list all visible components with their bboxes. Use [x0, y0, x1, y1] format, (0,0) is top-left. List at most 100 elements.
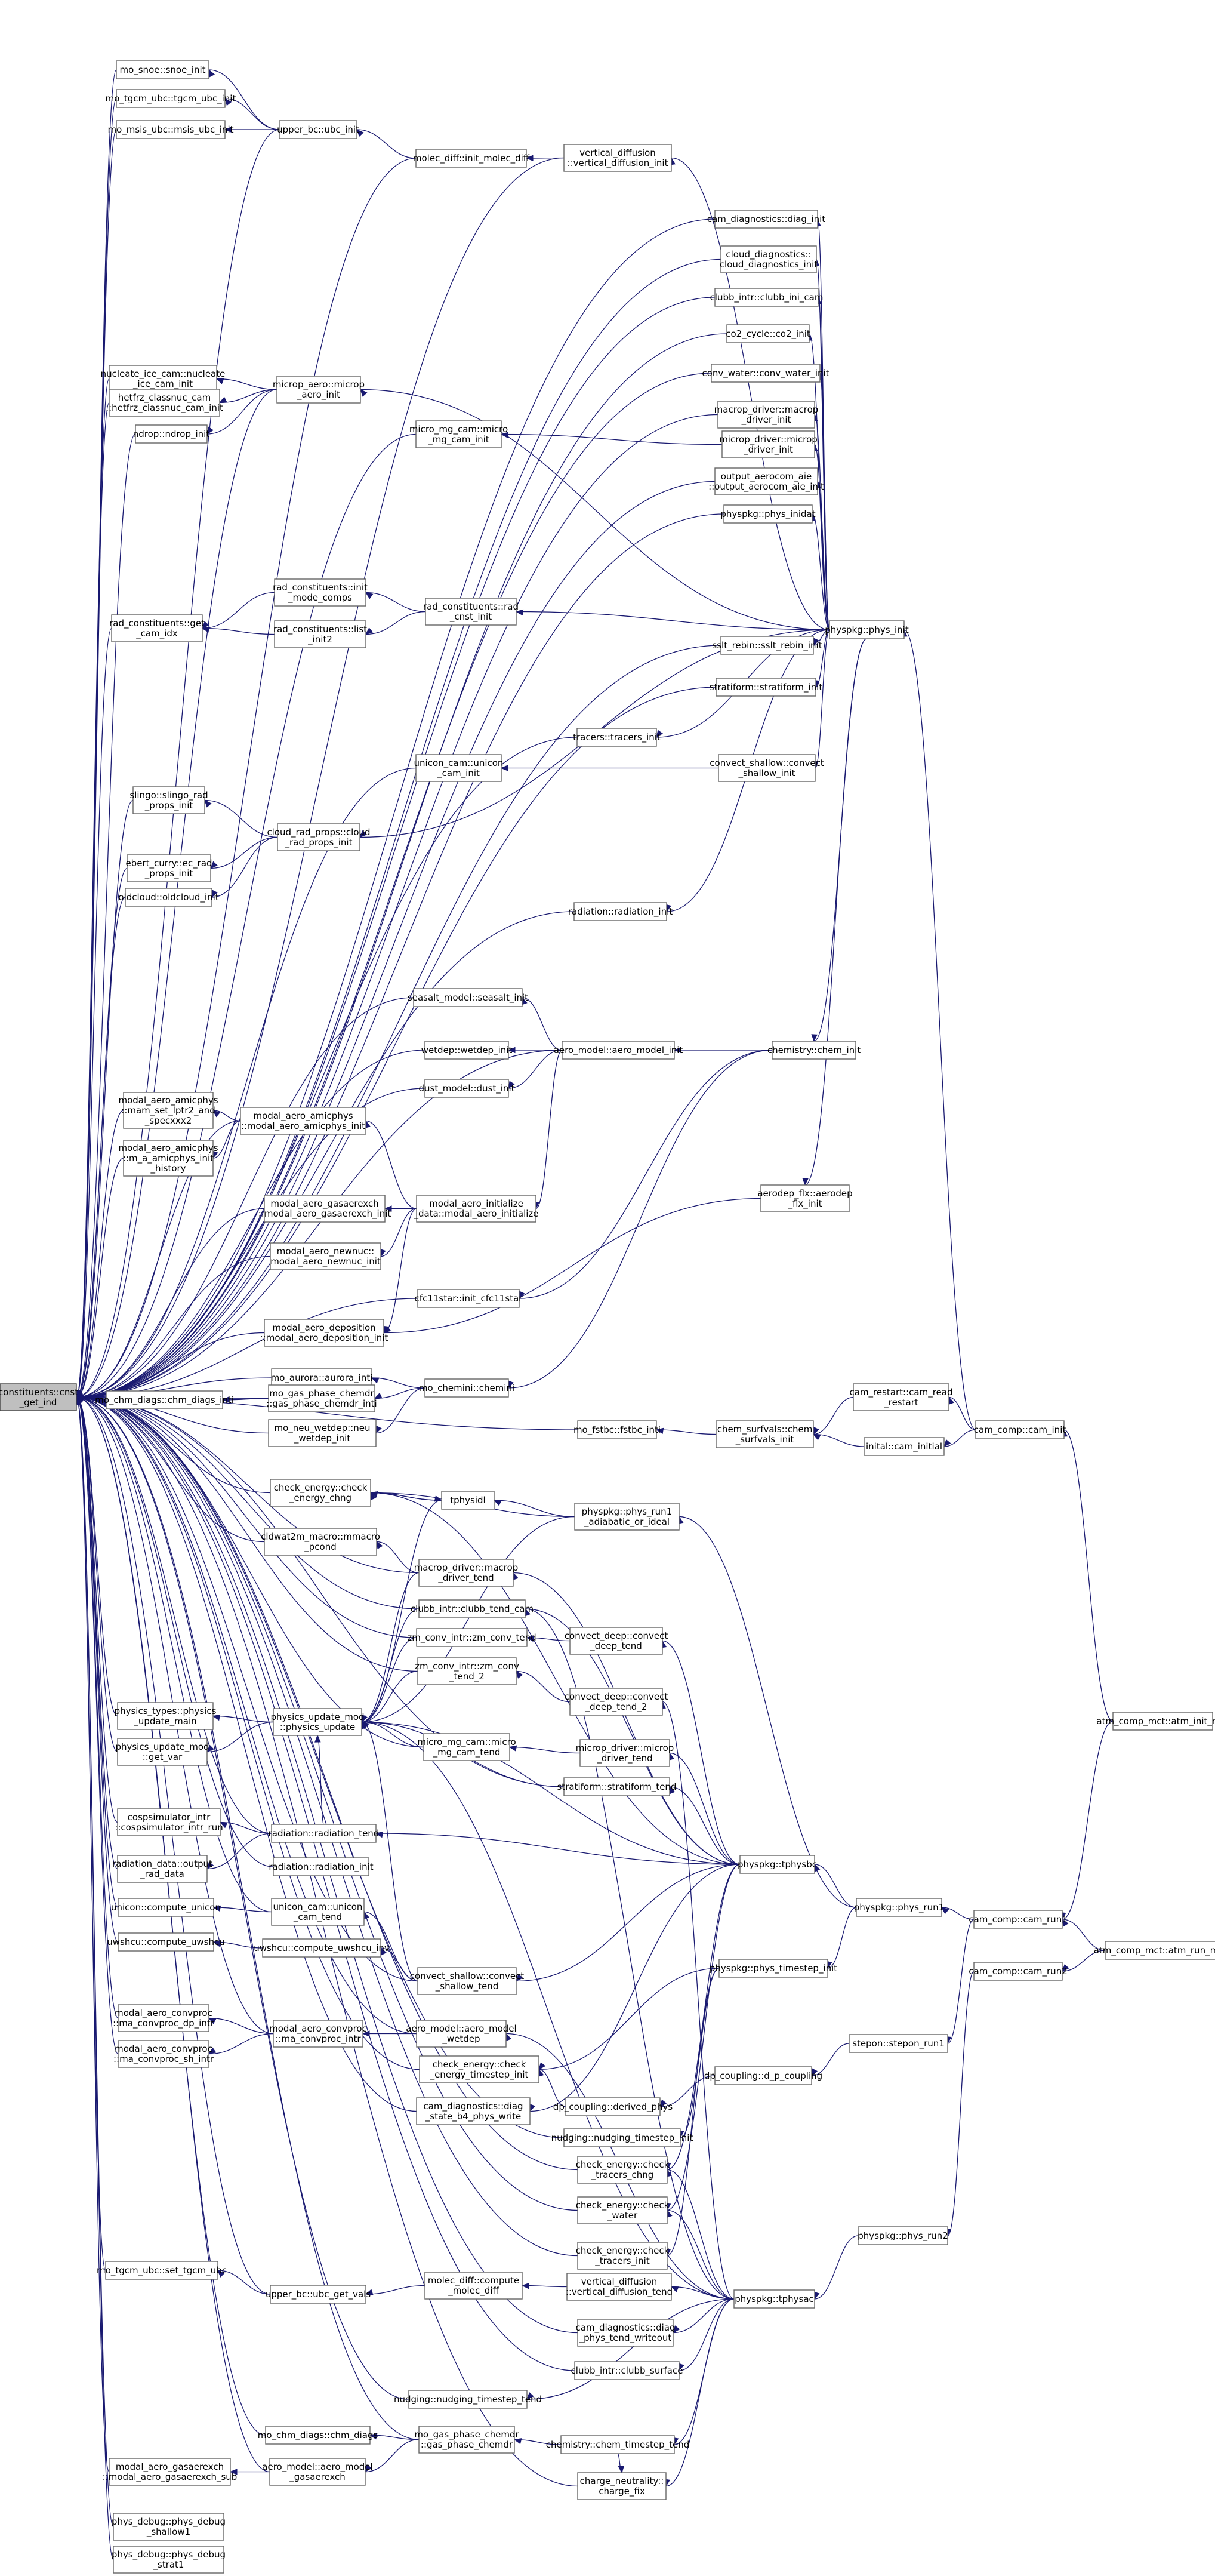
function-node-physrun2[interactable]: physpkg::phys_run2 [858, 2226, 948, 2245]
function-node-physupdmain[interactable]: physics_types::physics_update_main [115, 1702, 217, 1730]
function-node-dpcoupling[interactable]: dp_coupling::d_p_coupling [704, 2066, 822, 2085]
function-node-getvar[interactable]: physics_update_mod::get_var [115, 1738, 209, 1766]
function-node-convwater[interactable]: conv_water::conv_water_init [702, 364, 829, 383]
function-node-amicphysinit[interactable]: modal_aero_amicphys::modal_aero_amicphys… [240, 1107, 366, 1135]
function-node-micropdrvinit[interactable]: microp_driver::microp_driver_init [719, 430, 818, 458]
function-node-chktracers[interactable]: check_energy::check_tracers_chng [576, 2156, 670, 2184]
function-node-radgetidx[interactable]: rad_constituents::get_cam_idx [109, 614, 205, 642]
function-node-convshallowinit[interactable]: convect_shallow::convect_shallow_init [710, 754, 824, 782]
function-node-aurora[interactable]: mo_aurora::aurora_inti [271, 1368, 373, 1387]
function-node-nudgingtend[interactable]: nudging::nudging_timestep_tend [394, 2390, 542, 2409]
function-node-micromgcaminit[interactable]: micro_mg_cam::micro_mg_cam_init [409, 420, 508, 448]
function-node-seasalt[interactable]: seasalt_model::seasalt_init [408, 988, 528, 1007]
function-node-physrun1adia[interactable]: physpkg::phys_run1_adiabatic_or_ideal [574, 1503, 680, 1531]
function-node-convprocintr[interactable]: modal_aero_convproc::ma_convproc_intr [269, 2020, 367, 2048]
function-node-oldcloud[interactable]: oldcloud::oldcloud_init [118, 888, 219, 907]
function-node-micromgcamtend[interactable]: micro_mg_cam::micro_mg_cam_tend [417, 1733, 516, 1761]
function-node-ndrop[interactable]: ndrop::ndrop_init [133, 424, 210, 444]
function-node-neuwetdep[interactable]: mo_neu_wetdep::neu_wetdep_init [268, 1419, 377, 1447]
function-node-strattend[interactable]: stratiform::stratiform_tend [557, 1777, 677, 1796]
function-node-clouddiag[interactable]: cloud_diagnostics::cloud_diagnostics_ini… [720, 245, 818, 273]
function-node-gpchemrinit[interactable]: mo_gas_phase_chemdr::gas_phase_chemdr_in… [266, 1384, 377, 1412]
function-node-convdeeptend2[interactable]: convect_deep::convect_deep_tend_2 [565, 1688, 668, 1716]
function-node-chktracinit[interactable]: check_energy::check_tracers_init [576, 2242, 670, 2270]
function-node-nucleate[interactable]: nucleate_ice_cam::nucleate_ice_cam_init [101, 365, 226, 393]
function-node-wetdep[interactable]: wetdep::wetdep_init [421, 1041, 513, 1060]
function-node-uwshcu[interactable]: uwshcu::compute_uwshcu [107, 1932, 225, 1952]
function-node-ubcgetvals[interactable]: upper_bc::ubc_get_vals [266, 2285, 371, 2304]
function-node-camrun2[interactable]: cam_comp::cam_run2 [969, 1962, 1068, 1981]
function-node-convshallowtend[interactable]: convect_shallow::convect_shallow_tend [410, 1967, 525, 1995]
function-node-clubbsurf[interactable]: clubb_intr::clubb_surface [571, 2361, 683, 2380]
function-node-tgcm[interactable]: mo_tgcm_ubc::tgcm_ubc_init [106, 89, 236, 108]
function-node-chkechng[interactable]: check_energy::check_energy_chng [270, 1479, 371, 1507]
function-node-ebert[interactable]: ebert_curry::ec_rad_props_init [125, 854, 212, 882]
function-node-dpderived[interactable]: dp_coupling::derived_phys [553, 2097, 673, 2116]
function-node-slingo[interactable]: slingo::slingo_rad_props_init [129, 786, 208, 814]
function-node-unicongaminit[interactable]: unicon_cam::unicon_cam_init [414, 754, 504, 782]
function-node-cheminit[interactable]: chemistry::chem_init [767, 1041, 861, 1060]
function-node-aeromodelgasaer[interactable]: aero_model::aero_model_gasaerexch [262, 2458, 373, 2486]
function-node-camrun1[interactable]: cam_comp::cam_run1 [969, 1910, 1068, 1929]
function-node-physupdate[interactable]: physics_update_mod::physics_update [270, 1708, 365, 1736]
function-node-molecomp[interactable]: molec_diff::compute_molec_diff [424, 2272, 523, 2300]
function-node-radtend[interactable]: radiation::radiation_tend [269, 1824, 380, 1843]
function-node-micropaero[interactable]: microp_aero::microp_aero_init [273, 376, 365, 404]
function-node-chemts[interactable]: chemistry::chem_timestep_tend [546, 2435, 690, 2454]
function-node-inital[interactable]: inital::cam_initial [864, 1437, 945, 1456]
function-node-dust[interactable]: dust_model::dust_init [419, 1079, 515, 1098]
function-node-altmcomp[interactable]: atm_comp_mct::atm_init_mct [1096, 1712, 1215, 1731]
function-node-radlist[interactable]: rad_constituents::list_init2 [273, 620, 367, 648]
function-node-clddiag[interactable]: cldwat2m_macro::mmacro_pcond [261, 1528, 380, 1556]
function-node-tracers[interactable]: tracers::tracers_init [573, 728, 661, 747]
function-node-vdinit[interactable]: vertical_diffusion::vertical_diffusion_i… [563, 144, 672, 172]
function-node-stepon[interactable]: stepon::stepon_run1 [849, 2034, 948, 2053]
function-node-tphysidl[interactable]: tphysidl [441, 1491, 495, 1510]
function-node-chkwater[interactable]: check_energy::check_water [576, 2196, 670, 2224]
function-node-clubbtend[interactable]: clubb_intr::clubb_tend_cam [411, 1599, 534, 1618]
function-node-atmrunmct[interactable]: atm_comp_mct::atm_run_mct [1094, 1941, 1215, 1960]
function-node-zmconvtend[interactable]: zm_conv_intr::zm_conv_tend [407, 1628, 536, 1647]
function-node-modalinit[interactable]: modal_aero_initialize_data::modal_aero_i… [413, 1195, 539, 1223]
function-node-diagstate[interactable]: cam_diagnostics::diag_state_b4_phys_writ… [416, 2097, 531, 2125]
function-node-gpchemr[interactable]: mo_gas_phase_chemdr::gas_phase_chemdr [414, 2426, 520, 2454]
function-node-ssltrebin[interactable]: sslt_rebin::sslt_rebin_init [712, 636, 822, 655]
function-node-cloudradprops[interactable]: cloud_rad_props::cloud_rad_props_init [267, 823, 371, 851]
function-node-newnuc[interactable]: modal_aero_newnuc::modal_aero_newnuc_ini… [270, 1242, 381, 1270]
function-node-radinit2[interactable]: radiation::radiation_init [269, 1857, 374, 1876]
function-node-clubbinit[interactable]: clubb_intr::clubb_ini_cam [710, 288, 824, 307]
function-node-chmdiags[interactable]: mo_chm_diags::chm_diags [258, 2426, 378, 2445]
function-node-chemsurfvals[interactable]: chem_surfvals::chem_surfvals_init [716, 1420, 814, 1448]
function-node-caminit[interactable]: cam_comp::cam_init [974, 1420, 1066, 1439]
function-node-radcnst[interactable]: rad_constituents::rad_cnst_init [423, 598, 519, 626]
function-node-convdeeptend[interactable]: convect_deep::convect_deep_tend [565, 1627, 668, 1655]
function-node-macropdrvinit[interactable]: macrop_driver::macrop_driver_init [714, 401, 819, 429]
function-node-macropdrvtend[interactable]: macrop_driver::macrop_driver_tend [414, 1559, 519, 1587]
function-node-physinit[interactable]: physpkg::phys_init [825, 620, 909, 639]
function-node-mnsamic[interactable]: modal_aero_amicphys::m_a_amicphys_init_h… [118, 1140, 218, 1177]
function-node-settgcm[interactable]: mo_tgcm_ubc::set_tgcm_ubc [97, 2261, 227, 2280]
function-node-tphysac[interactable]: physpkg::tphysac [733, 2289, 815, 2309]
function-node-gasaerexchinit[interactable]: modal_aero_gasaerexch::modal_aero_gasaer… [258, 1195, 391, 1223]
function-node-cospsim[interactable]: cospsimulator_intr::cospsimulator_intr_r… [115, 1808, 223, 1836]
function-node-chketsinit[interactable]: check_energy::check_energy_timestep_init [419, 2055, 539, 2083]
function-node-stratinit[interactable]: stratiform::stratiform_init [710, 678, 823, 697]
function-node-uwshcuinv[interactable]: uwshcu::compute_uwshcu_inv [254, 1938, 390, 1958]
function-node-tphysbc[interactable]: physpkg::tphysbc [738, 1855, 817, 1874]
function-node-convprocsh[interactable]: modal_aero_convproc::ma_convproc_sh_intr [113, 2040, 214, 2068]
function-node-maminitset[interactable]: modal_aero_amicphys::mam_set_lptr2_and_s… [118, 1092, 218, 1129]
function-node-radinitmode[interactable]: rad_constituents::init_mode_comps [273, 578, 368, 607]
function-node-zmconvtend2[interactable]: zm_conv_intr::zm_conv_tend_2 [415, 1657, 519, 1685]
function-node-camdiag[interactable]: cam_diagnostics::diag_init [707, 210, 825, 229]
function-node-molecinit[interactable]: molec_diff::init_molec_diff [413, 149, 530, 168]
function-node-physrun1[interactable]: physpkg::phys_run1 [854, 1898, 945, 1917]
function-node-aerodepfx[interactable]: aerodep_flx::aerodep_flx_init [757, 1184, 853, 1212]
function-node-aeromodel[interactable]: aero_model::aero_model_init [554, 1041, 683, 1060]
function-node-uniconcomp[interactable]: unicon::compute_unicon [111, 1898, 221, 1917]
function-node-cfc11[interactable]: cfc11star::init_cfc11star [415, 1289, 523, 1308]
function-node-snoe[interactable]: mo_snoe::snoe_init [116, 60, 209, 79]
function-node-physinidat[interactable]: physpkg::phys_inidat [720, 504, 816, 524]
function-node-co2[interactable]: co2_cycle::co2_init [726, 324, 810, 343]
function-node-msis[interactable]: mo_msis_ubc::msis_ubc_init [108, 120, 234, 139]
root-function-node[interactable]: constituents::cnst_get_ind [0, 1383, 78, 1411]
